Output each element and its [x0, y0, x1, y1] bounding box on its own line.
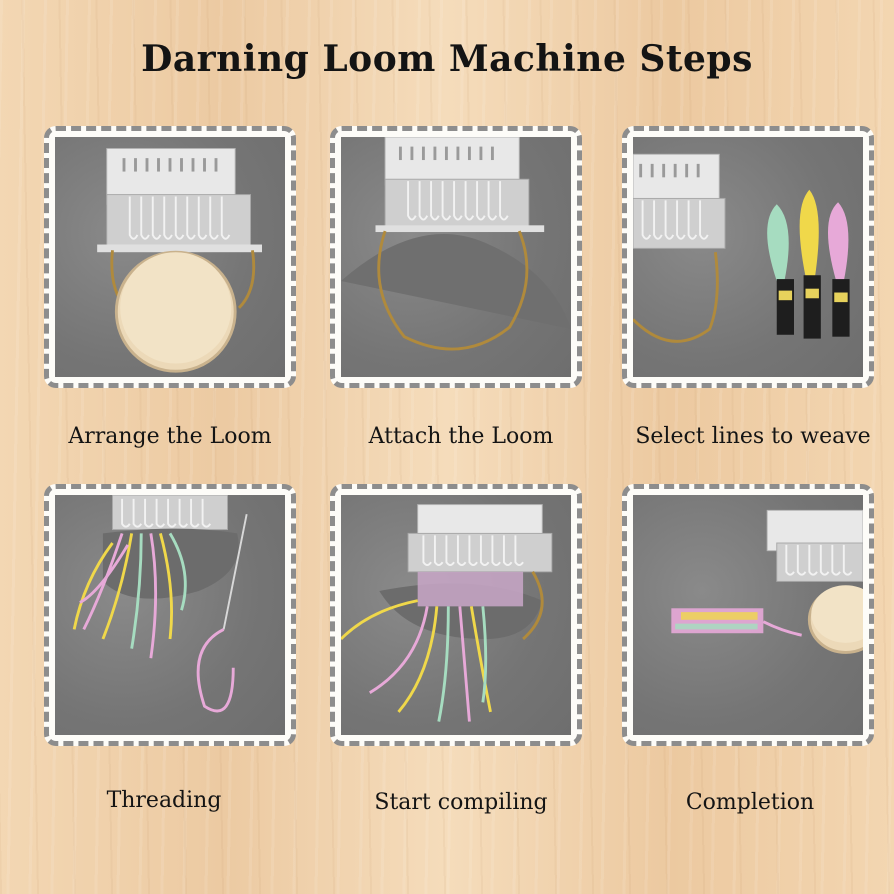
step-panel-threading [44, 484, 296, 746]
step-caption-attach: Attach the Loom [368, 424, 554, 449]
step-caption-compiling: Start compiling [374, 790, 548, 815]
completion-photo [633, 495, 863, 735]
step-caption-select: Select lines to weave [635, 424, 871, 449]
step-panel-arrange [44, 126, 296, 388]
step-panel-completion [622, 484, 874, 746]
page-title: Darning Loom Machine Steps [141, 38, 753, 80]
arrange-loom-photo [55, 137, 285, 377]
step-panel-attach [330, 126, 582, 388]
step-caption-threading: Threading [106, 788, 222, 813]
compiling-photo [341, 495, 571, 735]
step-panel-select [622, 126, 874, 388]
attach-loom-photo [341, 137, 571, 377]
threading-photo [55, 495, 285, 735]
step-caption-completion: Completion [685, 790, 815, 815]
step-caption-arrange: Arrange the Loom [68, 424, 272, 449]
step-panel-compiling [330, 484, 582, 746]
select-threads-photo [633, 137, 863, 377]
